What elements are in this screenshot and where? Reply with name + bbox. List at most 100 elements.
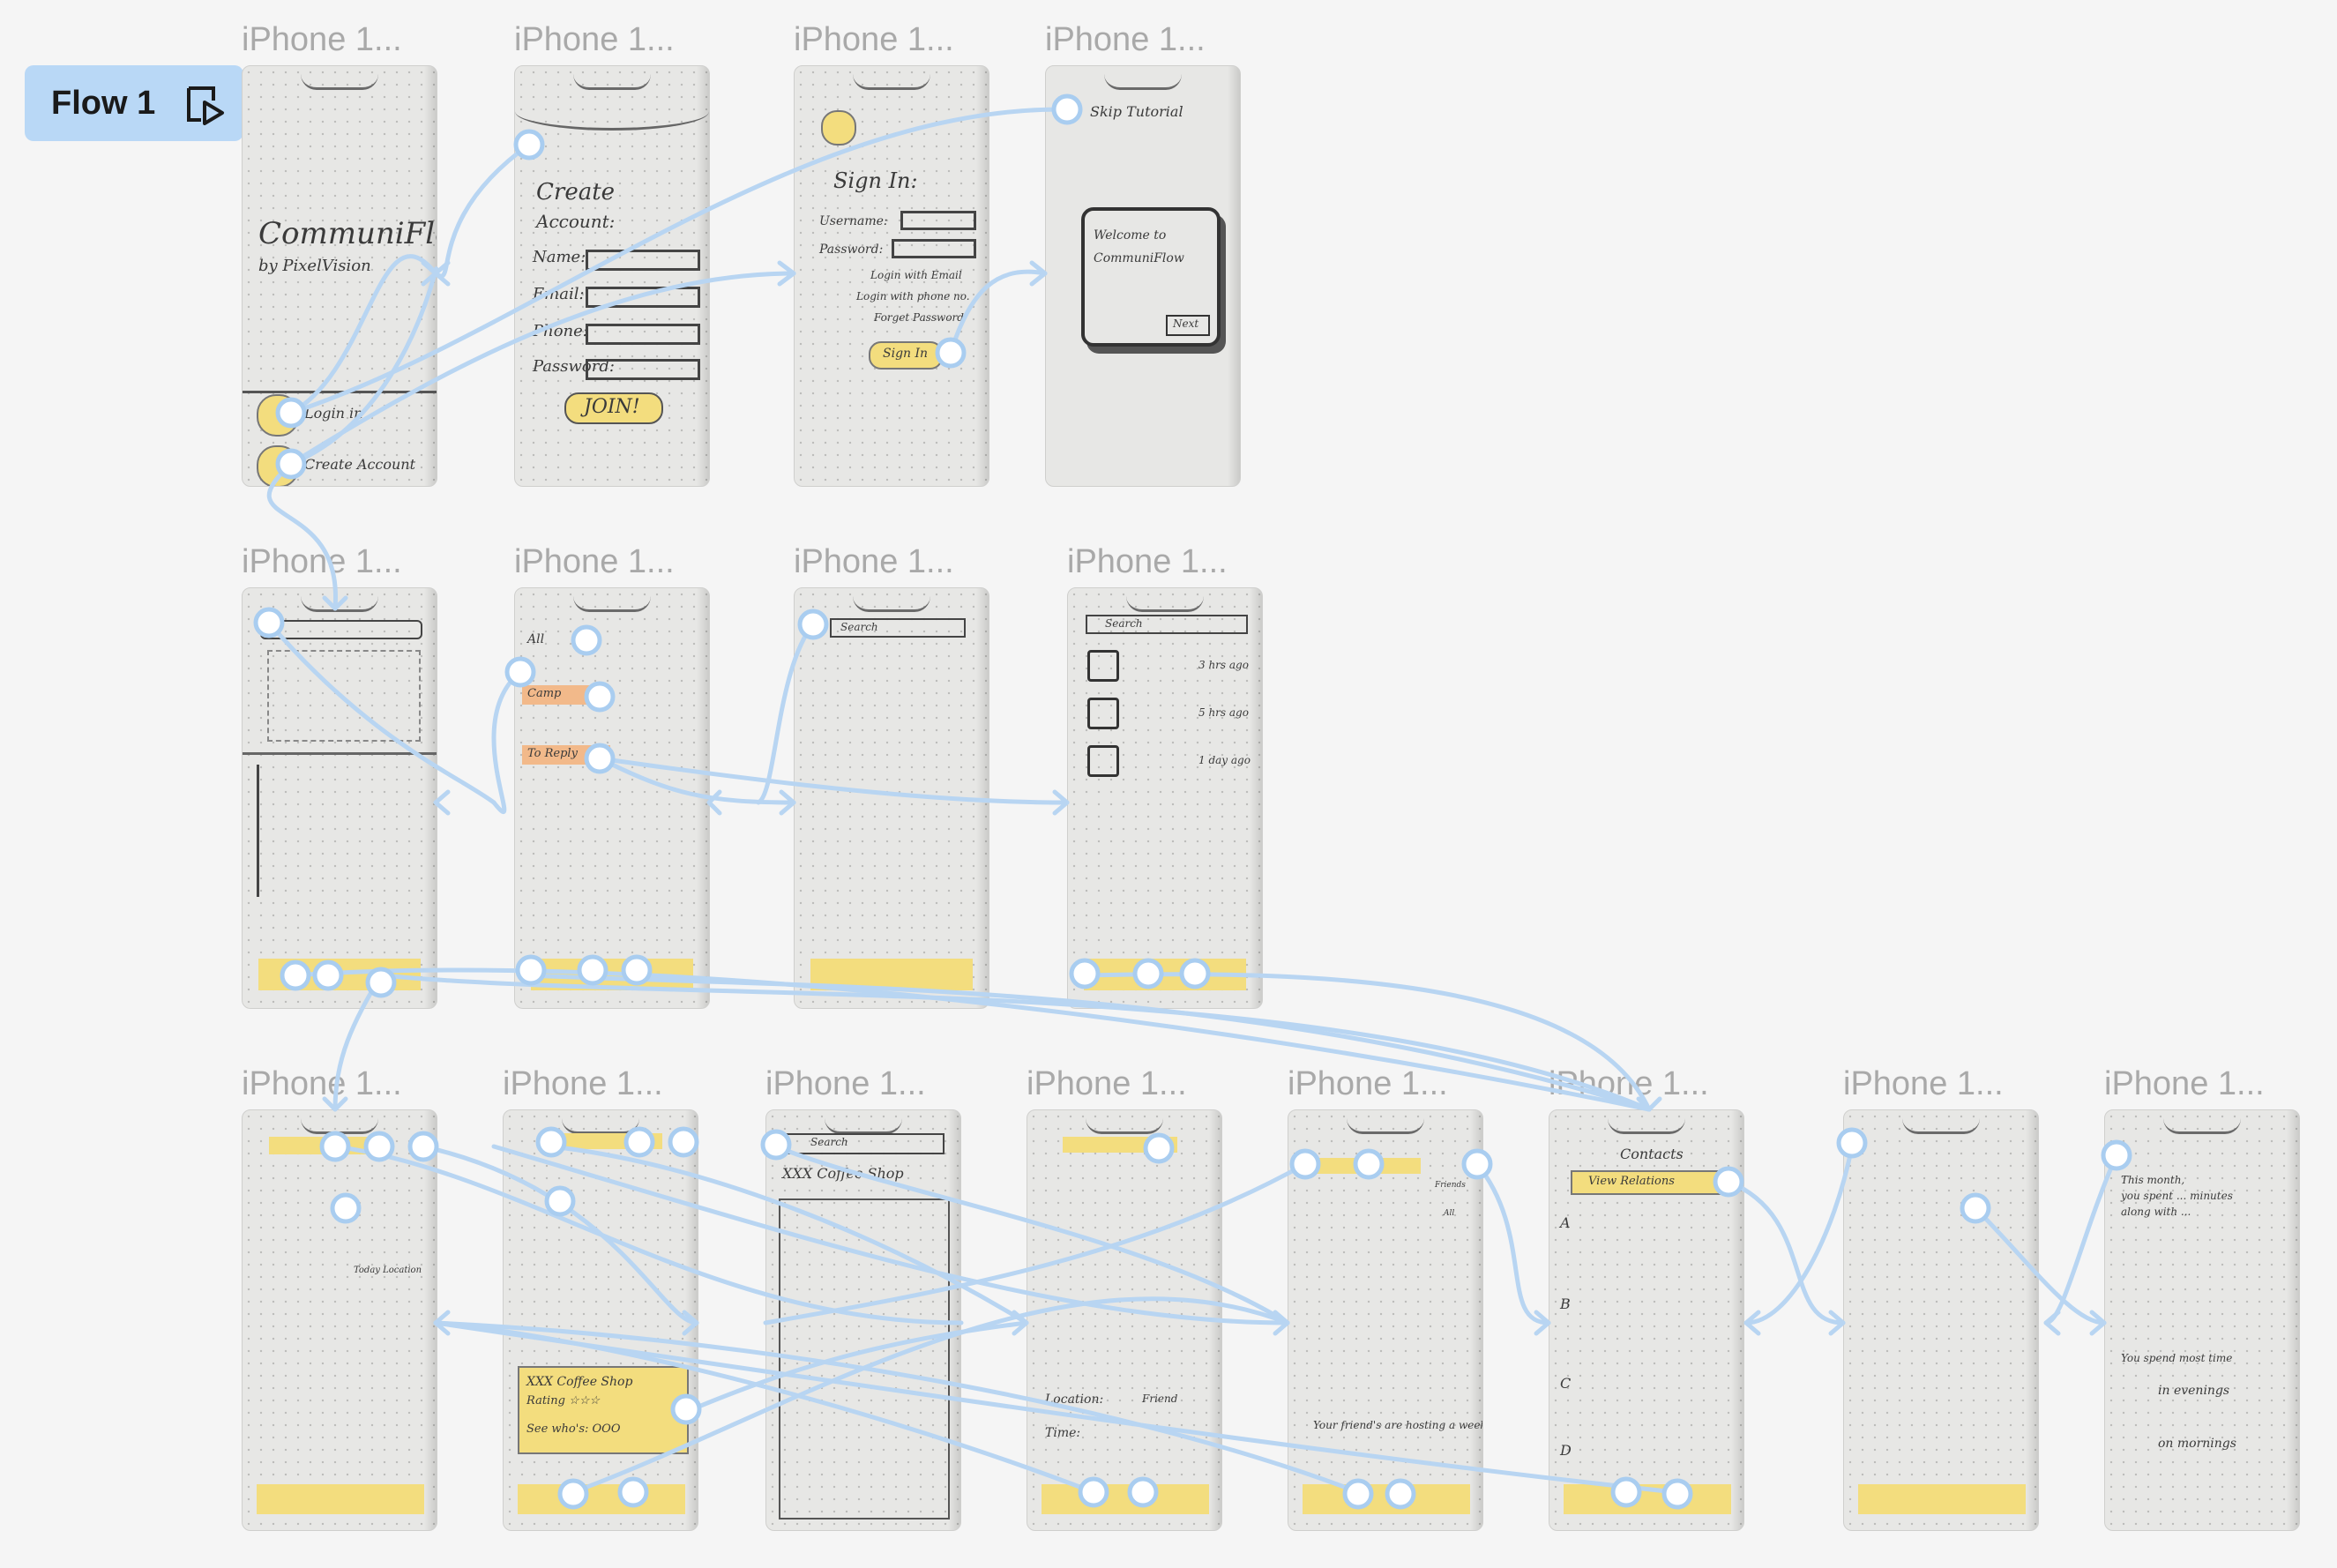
skip-tutorial-link[interactable]: Skip Tutorial	[1090, 103, 1183, 120]
frame-label[interactable]: iPhone 1...	[514, 543, 675, 580]
frame-label[interactable]: iPhone 1...	[1288, 1065, 1448, 1102]
hotspot[interactable]	[513, 129, 545, 161]
flow-start-badge[interactable]: Flow 1	[25, 65, 243, 141]
frame-contacts[interactable]: Contacts View Relations A B C D	[1549, 1109, 1744, 1531]
hotspot[interactable]	[1132, 958, 1164, 989]
sign-in-button[interactable]: Sign In	[869, 341, 943, 370]
hotspot[interactable]	[312, 959, 344, 991]
hotspot[interactable]	[1713, 1166, 1744, 1198]
filter-all[interactable]: All	[1444, 1209, 1455, 1218]
frame-label[interactable]: iPhone 1...	[1843, 1065, 2004, 1102]
hotspot[interactable]	[330, 1192, 362, 1224]
hotspot[interactable]	[1051, 93, 1083, 125]
hotspot[interactable]	[504, 656, 536, 688]
hotspot[interactable]	[1661, 1478, 1693, 1510]
hotspot[interactable]	[935, 337, 967, 369]
frame-label[interactable]: iPhone 1...	[1045, 21, 1206, 58]
hotspot[interactable]	[797, 609, 829, 640]
email-field[interactable]	[586, 287, 700, 308]
tab-bar[interactable]	[257, 1484, 424, 1514]
tab-bar[interactable]	[1858, 1484, 2026, 1514]
frame-create-account[interactable]: Create Account: Name: Email: Phone: Pass…	[514, 65, 710, 487]
hotspot[interactable]	[1289, 1148, 1321, 1180]
frame-monthly-summary[interactable]: This month, you spent ... minutes along …	[2104, 1109, 2300, 1531]
hotspot[interactable]	[1179, 958, 1211, 989]
hotspot[interactable]	[1353, 1148, 1385, 1180]
search-bar[interactable]: Search	[830, 618, 966, 638]
frame-label[interactable]: iPhone 1...	[765, 1065, 926, 1102]
frame-label[interactable]: iPhone 1...	[2104, 1065, 2265, 1102]
hotspot[interactable]	[621, 954, 653, 986]
hotspot[interactable]	[668, 1126, 699, 1158]
hotspot[interactable]	[1069, 958, 1101, 989]
phone-field[interactable]	[586, 324, 700, 345]
frame-splash[interactable]: CommuniFlow by PixelVision Login in Crea…	[242, 65, 437, 487]
hotspot[interactable]	[535, 1126, 567, 1158]
hotspot[interactable]	[571, 624, 602, 656]
frame-friends-map[interactable]: Friends All Your friend's are hosting a …	[1288, 1109, 1483, 1531]
hotspot[interactable]	[670, 1393, 702, 1425]
frame-label[interactable]: iPhone 1...	[503, 1065, 663, 1102]
hotspot[interactable]	[1960, 1192, 1991, 1224]
hotspot[interactable]	[760, 1129, 792, 1161]
frame-home-grid[interactable]	[242, 587, 437, 1009]
frame-label[interactable]: iPhone 1...	[1067, 543, 1228, 580]
login-phone-option[interactable]: Login with phone no.	[856, 290, 970, 302]
hotspot[interactable]	[584, 743, 616, 774]
password-field[interactable]	[892, 239, 976, 258]
hotspot[interactable]	[1610, 1476, 1642, 1508]
hotspot[interactable]	[623, 1126, 655, 1158]
frame-label[interactable]: iPhone 1...	[242, 21, 402, 58]
frame-label[interactable]: iPhone 1...	[1027, 1065, 1187, 1102]
frame-label[interactable]: iPhone 1...	[514, 21, 675, 58]
present-flow-icon[interactable]	[183, 83, 226, 125]
hotspot[interactable]	[1078, 1476, 1109, 1508]
frame-label[interactable]: iPhone 1...	[242, 1065, 402, 1102]
hotspot[interactable]	[1385, 1478, 1416, 1510]
hotspot[interactable]	[1461, 1148, 1493, 1180]
filter-all[interactable]: All	[527, 632, 545, 646]
hotspot[interactable]	[363, 1131, 395, 1162]
hotspot[interactable]	[253, 607, 285, 638]
login-email-option[interactable]: Login with Email	[870, 269, 962, 281]
hotspot[interactable]	[515, 954, 547, 986]
hotspot[interactable]	[1127, 1476, 1159, 1508]
hotspot[interactable]	[617, 1476, 649, 1508]
filter-friends[interactable]: Friends	[1435, 1181, 1466, 1190]
hotspot[interactable]	[577, 954, 609, 986]
photo-grid[interactable]	[779, 1198, 950, 1519]
frame-label[interactable]: iPhone 1...	[794, 21, 954, 58]
forget-password-link[interactable]: Forget Password	[874, 311, 964, 324]
view-relations-button[interactable]: View Relations	[1571, 1170, 1724, 1195]
hotspot[interactable]	[1836, 1127, 1868, 1159]
join-button[interactable]: JOIN!	[564, 392, 663, 424]
place-card[interactable]: XXX Coffee Shop Rating ☆☆☆ See who's: OO…	[518, 1366, 689, 1454]
back-button[interactable]	[821, 110, 856, 146]
hotspot[interactable]	[1342, 1478, 1374, 1510]
frame-place-gallery[interactable]: Search XXX Coffee Shop	[765, 1109, 961, 1531]
next-button[interactable]: Next	[1166, 315, 1210, 336]
tab-bar[interactable]	[1042, 1484, 1209, 1514]
username-field[interactable]	[900, 211, 976, 230]
hotspot[interactable]	[407, 1131, 439, 1162]
hotspot[interactable]	[319, 1131, 351, 1162]
frame-filters[interactable]: All Camp To Reply	[514, 587, 710, 1009]
hotspot[interactable]	[1143, 1132, 1175, 1164]
frame-place-card[interactable]: XXX Coffee Shop Rating ☆☆☆ See who's: OO…	[503, 1109, 698, 1531]
frame-relations-graph[interactable]	[1843, 1109, 2039, 1531]
hotspot[interactable]	[365, 967, 397, 998]
name-field[interactable]	[586, 250, 700, 271]
tab-bar[interactable]	[518, 1484, 685, 1514]
hotspot[interactable]	[557, 1478, 589, 1510]
hotspot[interactable]	[544, 1185, 576, 1217]
frame-tutorial[interactable]: Skip Tutorial Welcome to CommuniFlow Nex…	[1045, 65, 1241, 487]
hotspot[interactable]	[275, 448, 307, 480]
hotspot[interactable]	[2101, 1139, 2132, 1171]
hotspot[interactable]	[584, 681, 616, 713]
frame-event-map[interactable]: Location: Time: Friend	[1027, 1109, 1222, 1531]
frame-map[interactable]: Today Location	[242, 1109, 437, 1531]
hotspot[interactable]	[275, 397, 307, 429]
password-field[interactable]	[586, 359, 700, 380]
search-bar[interactable]: Search	[1086, 615, 1248, 634]
